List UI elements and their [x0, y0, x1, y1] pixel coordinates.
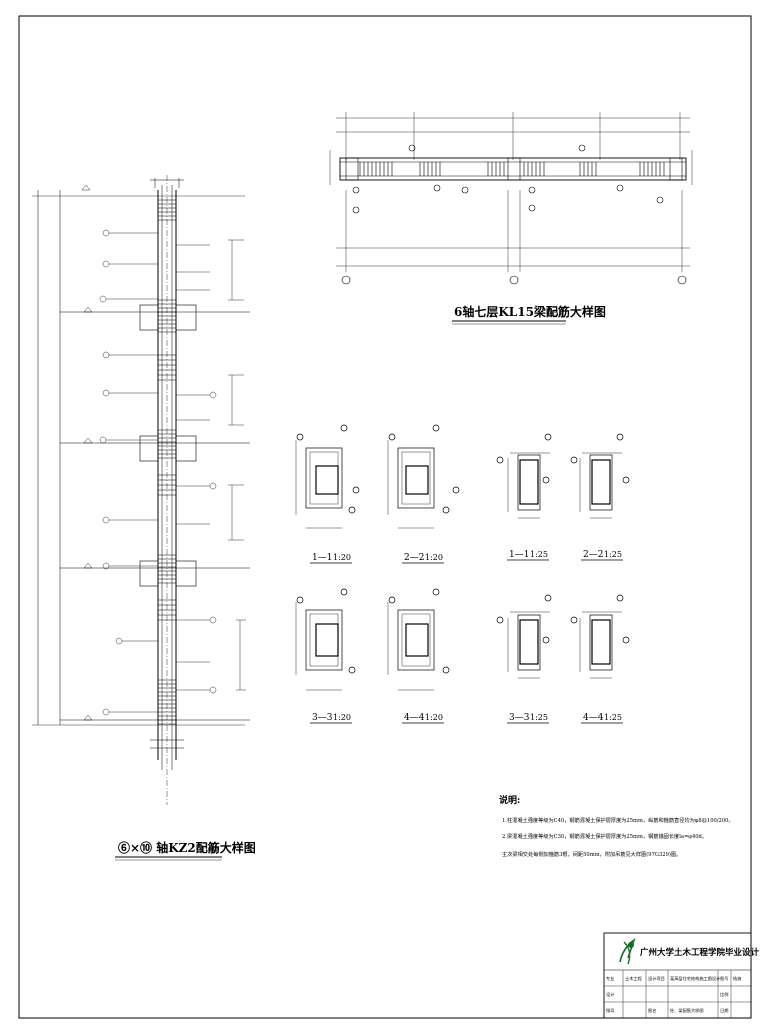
section-label-4: 2—2	[583, 550, 603, 560]
section-scale-7: 1:25	[530, 713, 548, 722]
section-label-5: 3—3	[312, 713, 333, 723]
school-name: 广州大学土木工程学院毕业设计	[640, 947, 760, 958]
section-scale-6: 1:20	[425, 713, 443, 722]
section-label-7: 3—3	[509, 713, 530, 723]
section-label-6: 4—4	[404, 713, 425, 723]
tb-r3-c1: 指导	[606, 1007, 614, 1014]
notes-title: 说明:	[499, 794, 520, 806]
section-label-2: 2—2	[404, 553, 424, 563]
beam-section-2	[570, 433, 630, 519]
section-scale-5: 1:20	[333, 713, 351, 722]
sheet-border	[18, 15, 752, 1019]
column-section-2	[387, 424, 460, 529]
section-scale-1: 1:20	[333, 553, 351, 562]
design-notes: 说明: 1.柱混凝土强度等级为C40，钢筋混凝土保护层厚度为25mm，纵筋和箍筋…	[499, 794, 734, 858]
column-section-3	[295, 588, 356, 691]
beam-detail-title: 6轴七层KL15梁配筋大样图 1:50	[452, 304, 606, 325]
beam-section-4	[570, 594, 630, 679]
column-joint-stirrups	[158, 199, 176, 725]
beam-detail-title-text: 6轴七层KL15梁配筋大样图	[454, 304, 606, 319]
tb-r3-c3: 图名	[648, 1007, 656, 1014]
note-line-1: 1.柱混凝土强度等级为C40，钢筋混凝土保护层厚度为25mm，纵筋和箍筋直径均为…	[502, 816, 734, 824]
tb-r2-c5: 比例	[720, 991, 728, 998]
column-callouts	[81, 184, 246, 721]
column-section-4	[387, 588, 450, 691]
title-block-text: 广州大学土木工程学院毕业设计 专业 土木工程 设计项目 某高层住宅结构施工图设计…	[606, 947, 760, 1014]
tb-r1-c4: 某高层住宅结构施工图设计	[670, 975, 720, 982]
note-line-2: 2.梁混凝土强度等级为C30，钢筋混凝土保护层厚度为25mm，钢筋锚固长度la=…	[502, 832, 707, 840]
section-label-8: 4—4	[583, 713, 604, 723]
tb-r1-c1: 专业	[606, 975, 614, 982]
title-block	[603, 932, 752, 1019]
section-labels: 1—1 1:20 2—2 1:20 1—1 1:25 2—2 1:25 3—3 …	[310, 550, 623, 724]
section-scale-8: 1:25	[604, 713, 622, 722]
beam-elevation	[329, 112, 693, 285]
school-logo	[619, 938, 636, 965]
beam-stubs	[139, 304, 197, 587]
column-elevation	[32, 175, 250, 805]
column-detail-title-text: ⑥×⑩ 轴KZ2配筋大样图	[118, 840, 256, 855]
column-section-1	[295, 424, 360, 529]
section-label-1: 1—1	[312, 553, 332, 563]
section-label-3: 1—1	[509, 550, 529, 560]
column-detail-scale: 1:60	[200, 845, 218, 854]
section-scale-3: 1:25	[530, 550, 548, 559]
beam-detail-scale: 1:50	[546, 309, 564, 318]
tb-r3-c5: 日期	[720, 1008, 728, 1014]
tb-r1-c2: 土木工程	[625, 975, 643, 982]
tb-r1-c3: 设计项目	[648, 975, 665, 982]
note-line-3: 主次梁相交处每侧加箍筋3根，间距50mm，附加吊筋见大样图(97G329)图。	[502, 850, 681, 858]
tb-r3-c4: 柱、梁配筋大样图	[670, 1007, 704, 1014]
section-scale-2: 1:20	[425, 553, 443, 562]
tb-r1-c5: 图号	[720, 976, 728, 982]
section-scale-4: 1:25	[604, 550, 622, 559]
tb-r2-c1: 设计	[606, 991, 614, 998]
beam-section-1	[496, 433, 552, 519]
column-detail-title: ⑥×⑩ 轴KZ2配筋大样图 1:60	[115, 840, 256, 861]
beam-section-3	[496, 594, 552, 679]
tb-r1-c6: 结施	[733, 975, 742, 982]
